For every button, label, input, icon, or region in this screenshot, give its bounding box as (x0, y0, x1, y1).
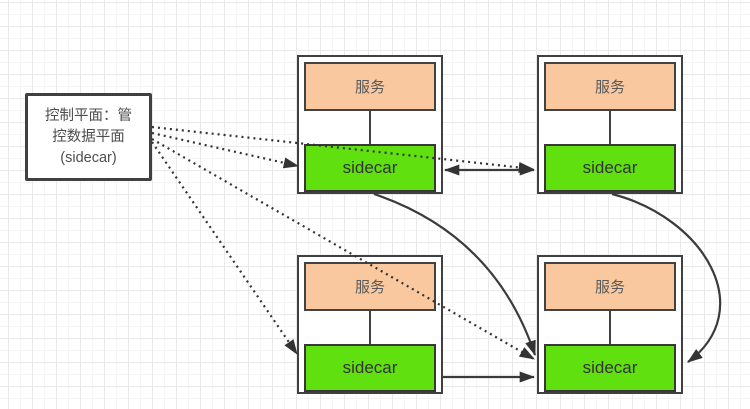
service-label: 服务 (354, 279, 385, 296)
control-plane-node: 控制平面：管 控数据平面 (sidecar) (25, 93, 152, 181)
pod-bottom-left: 服务 sidecar (297, 255, 443, 394)
service-box: 服务 (304, 262, 436, 311)
service-box: 服务 (544, 62, 676, 111)
service-label: 服务 (594, 79, 625, 96)
sidecar-box: sidecar (304, 344, 436, 392)
service-sidecar-link (609, 309, 611, 344)
pod-top-right: 服务 sidecar (537, 55, 683, 194)
pod-top-left: 服务 sidecar (297, 55, 443, 194)
sidecar-label: sidecar (342, 158, 398, 177)
service-sidecar-link (369, 109, 371, 144)
service-sidecar-link (369, 309, 371, 344)
sidecar-label: sidecar (582, 158, 638, 177)
sidecar-label: sidecar (582, 358, 638, 377)
control-plane-label-line1: 控制平面：管 (45, 107, 132, 124)
service-sidecar-link (609, 109, 611, 144)
sidecar-label: sidecar (342, 358, 398, 377)
control-plane-label-line3: (sidecar) (60, 149, 117, 166)
edge-control-to-bottom-left-sidecar (151, 141, 298, 355)
sidecar-box: sidecar (304, 144, 436, 192)
sidecar-box: sidecar (544, 344, 676, 392)
service-label: 服务 (354, 79, 385, 96)
edge-control-to-top-left-sidecar (151, 131, 300, 169)
sidecar-box: sidecar (544, 144, 676, 192)
pod-bottom-right: 服务 sidecar (537, 255, 683, 394)
service-box: 服务 (544, 262, 676, 311)
control-plane-label-line2: 控数据平面 (52, 128, 125, 145)
service-box: 服务 (304, 62, 436, 111)
service-label: 服务 (594, 279, 625, 296)
